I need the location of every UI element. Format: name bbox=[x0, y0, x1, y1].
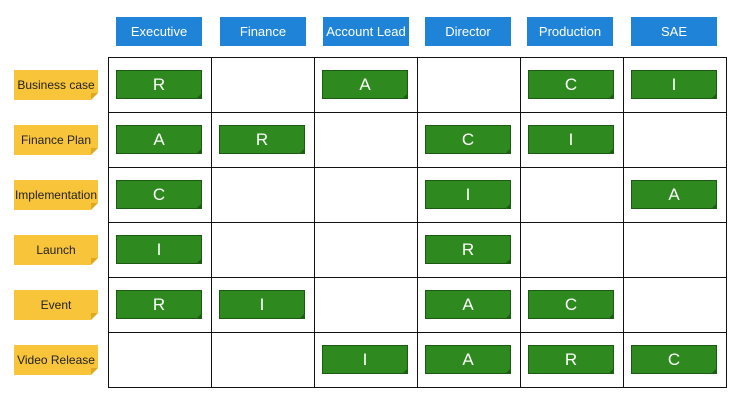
matrix-cell bbox=[315, 278, 418, 333]
raci-tag-c: C bbox=[528, 70, 614, 99]
raci-tag-a: A bbox=[425, 290, 511, 319]
raci-tag-r: R bbox=[219, 125, 305, 154]
matrix-cell: C bbox=[521, 58, 624, 113]
matrix-cell: C bbox=[624, 333, 727, 388]
matrix-cell: R bbox=[212, 113, 315, 168]
role-header-production: Production bbox=[527, 17, 613, 46]
matrix-cell bbox=[212, 58, 315, 113]
matrix-cell bbox=[624, 223, 727, 278]
role-header-finance: Finance bbox=[220, 17, 306, 46]
matrix-cell bbox=[212, 168, 315, 223]
role-header-sae: SAE bbox=[631, 17, 717, 46]
raci-tag-r: R bbox=[425, 235, 511, 264]
matrix-cell: C bbox=[521, 278, 624, 333]
matrix-cell bbox=[521, 223, 624, 278]
raci-tag-a: A bbox=[425, 345, 511, 374]
role-header-executive: Executive bbox=[116, 17, 202, 46]
matrix-cell: R bbox=[109, 58, 212, 113]
raci-tag-i: I bbox=[219, 290, 305, 319]
task-label-finance-plan: Finance Plan bbox=[14, 125, 98, 155]
matrix-cell: C bbox=[418, 113, 521, 168]
task-label-video-release: Video Release bbox=[14, 345, 98, 375]
matrix-cell bbox=[315, 168, 418, 223]
raci-tag-r: R bbox=[116, 290, 202, 319]
matrix-cell bbox=[212, 333, 315, 388]
matrix-cell bbox=[624, 278, 727, 333]
matrix-cell bbox=[212, 223, 315, 278]
raci-tag-a: A bbox=[631, 180, 717, 209]
raci-tag-c: C bbox=[116, 180, 202, 209]
matrix-cell: I bbox=[418, 168, 521, 223]
task-label-business-case: Business case bbox=[14, 70, 98, 100]
raci-tag-c: C bbox=[425, 125, 511, 154]
matrix-cell: C bbox=[109, 168, 212, 223]
raci-tag-i: I bbox=[631, 70, 717, 99]
task-label-implementation: Implementation bbox=[14, 180, 98, 210]
matrix-cell: I bbox=[109, 223, 212, 278]
matrix-cell: A bbox=[418, 333, 521, 388]
matrix-cell bbox=[315, 113, 418, 168]
matrix-cell: A bbox=[109, 113, 212, 168]
raci-tag-a: A bbox=[116, 125, 202, 154]
matrix-cell bbox=[624, 113, 727, 168]
matrix-cell: I bbox=[624, 58, 727, 113]
matrix-cell: A bbox=[624, 168, 727, 223]
raci-tag-c: C bbox=[528, 290, 614, 319]
matrix-cell bbox=[109, 333, 212, 388]
matrix-cell: I bbox=[212, 278, 315, 333]
raci-tag-i: I bbox=[116, 235, 202, 264]
matrix-cell: R bbox=[418, 223, 521, 278]
matrix-cell: I bbox=[521, 113, 624, 168]
raci-tag-r: R bbox=[116, 70, 202, 99]
raci-tag-a: A bbox=[322, 70, 408, 99]
matrix-cell: I bbox=[315, 333, 418, 388]
role-header-account-lead: Account Lead bbox=[323, 17, 409, 46]
matrix-cell bbox=[418, 58, 521, 113]
raci-tag-c: C bbox=[631, 345, 717, 374]
matrix-cell: A bbox=[315, 58, 418, 113]
task-label-event: Event bbox=[14, 290, 98, 320]
matrix-cell: R bbox=[109, 278, 212, 333]
matrix-cell: A bbox=[418, 278, 521, 333]
raci-tag-i: I bbox=[528, 125, 614, 154]
task-label-launch: Launch bbox=[14, 235, 98, 265]
raci-tag-r: R bbox=[528, 345, 614, 374]
matrix-cell bbox=[521, 168, 624, 223]
raci-tag-i: I bbox=[322, 345, 408, 374]
matrix-cell bbox=[315, 223, 418, 278]
raci-tag-i: I bbox=[425, 180, 511, 209]
matrix-cell: R bbox=[521, 333, 624, 388]
role-header-director: Director bbox=[425, 17, 511, 46]
